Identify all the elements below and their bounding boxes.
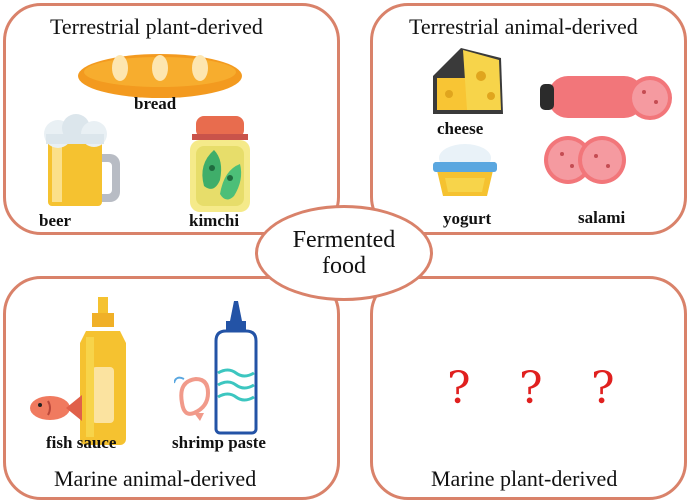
item-label-salami: salami — [578, 208, 626, 227]
kimchi-jar-icon — [190, 116, 250, 212]
question-mark: ? — [591, 363, 615, 414]
panel-title: Terrestrial animal-derived — [409, 14, 638, 39]
paste-bottle-icon — [214, 301, 258, 435]
item-label-kimchi: kimchi — [189, 211, 240, 230]
beer-icon — [44, 114, 120, 206]
item-label-cheese: cheese — [437, 119, 484, 138]
center-label: Fermented food — [292, 227, 396, 279]
item-label-yogurt: yogurt — [443, 209, 492, 228]
item-label-fish-sauce: fish sauce — [46, 433, 117, 452]
yogurt-icon — [433, 144, 497, 196]
panel-marine-animal: fish sauce shrimp paste Marine animal-de… — [3, 276, 340, 500]
shrimp-icon — [174, 376, 210, 421]
panel-terrestrial-animal: Terrestrial animal-derived cheese yogurt… — [370, 3, 687, 235]
panel-title: Marine animal-derived — [54, 466, 257, 491]
panel-title: Marine plant-derived — [431, 466, 618, 491]
center-node: Fermented food — [255, 205, 433, 301]
question-mark: ? — [519, 363, 543, 414]
cheese-icon — [433, 48, 503, 114]
salami-icon — [540, 76, 672, 184]
question-mark: ? — [447, 363, 471, 414]
item-label-beer: beer — [39, 211, 72, 230]
panel-terrestrial-plant: Terrestrial plant-derived bread beer kim… — [3, 3, 340, 235]
panel-title: Terrestrial plant-derived — [50, 14, 263, 39]
sauce-bottle-icon — [80, 297, 126, 445]
panel-marine-plant: ? ? ? Marine plant-derived — [370, 276, 687, 500]
fish-icon — [30, 395, 82, 421]
bread-icon — [78, 54, 242, 98]
item-label-shrimp-paste: shrimp paste — [172, 433, 266, 452]
item-label-bread: bread — [134, 94, 177, 113]
